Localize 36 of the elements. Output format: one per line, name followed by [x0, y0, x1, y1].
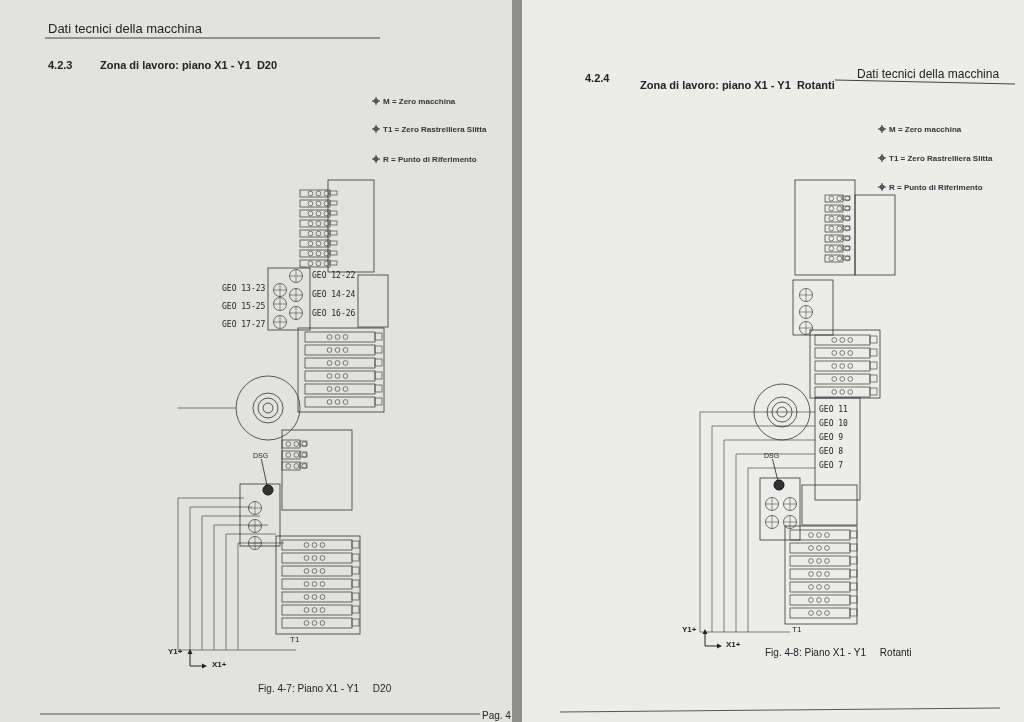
header-text: Dati tecnici della macchina — [48, 22, 202, 35]
section-title: Zona di lavoro: piano X1 - Y1 Rotanti — [640, 80, 835, 91]
figure-caption: Fig. 4-7: Piano X1 - Y1 D20 — [258, 684, 392, 694]
position-label: GEO 14-24 — [312, 291, 356, 299]
position-label: GEO 10 — [819, 420, 848, 428]
position-label: GEO 17-27 — [222, 321, 266, 329]
legend-text: T1 = Zero Rastrelliera Slitta — [383, 126, 487, 134]
header-text: Dati tecnici della macchina — [857, 68, 1000, 80]
hole-symbol — [773, 479, 785, 491]
axis-label: X1+ — [726, 641, 741, 649]
section-number: 4.2.4 — [585, 73, 610, 84]
leader-line — [260, 458, 268, 486]
position-label: GEO 9 — [819, 434, 844, 442]
axis-label: X1+ — [212, 661, 227, 669]
section-title: Zona di lavoro: piano X1 - Y1 D20 — [100, 60, 278, 71]
legend-text: R = Punto di Riferimento — [889, 184, 983, 192]
axis-label: Y1+ — [168, 648, 183, 656]
position-label: GEO 11 — [819, 406, 848, 414]
legend-text: R = Punto di Riferimento — [383, 156, 477, 164]
section-number: 4.2.3 — [48, 60, 73, 71]
position-label: GEO 8 — [819, 448, 844, 456]
legend-text: M = Zero macchina — [383, 98, 456, 106]
page-number: Pag. 4 — [482, 711, 511, 721]
leader-line — [772, 458, 779, 481]
position-label: GEO 12-22 — [312, 272, 356, 280]
position-label: GEO 16-26 — [312, 310, 356, 318]
position-label: GEO 15-25 — [222, 303, 266, 311]
legend-text: T1 = Zero Rastrelliera Slitta — [889, 155, 993, 163]
position-label: GEO 13-23 — [222, 285, 266, 293]
point-label: T1 — [290, 636, 300, 644]
figure-caption: Fig. 4-8: Piano X1 - Y1 Rotanti — [765, 648, 912, 658]
hole-symbol — [262, 484, 274, 496]
point-label: T1 — [792, 626, 802, 634]
position-label: GEO 7 — [819, 462, 844, 470]
legend-text: M = Zero macchina — [889, 126, 962, 134]
axis-label: Y1+ — [682, 626, 697, 634]
